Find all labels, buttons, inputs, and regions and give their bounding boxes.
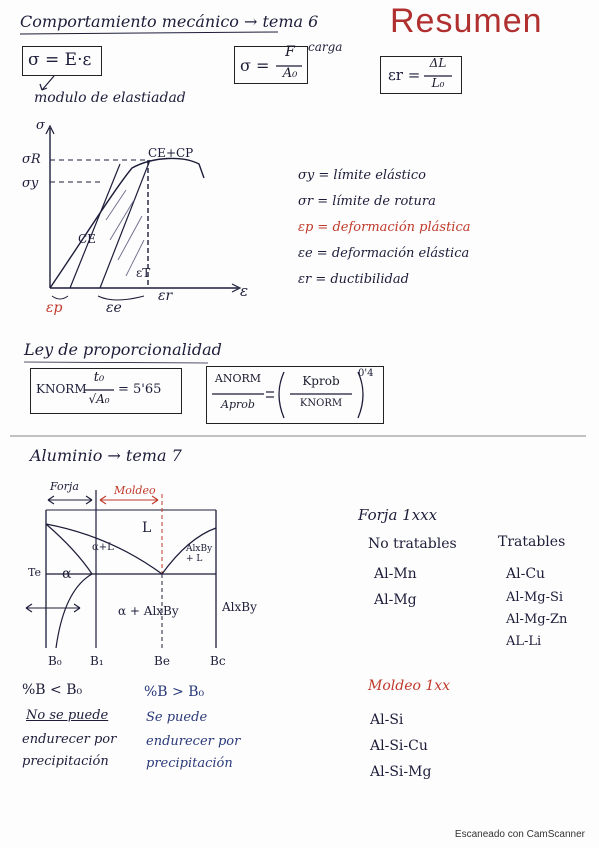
eps-e-label: εe xyxy=(106,300,122,316)
moldeo-item-2: Al-Si-Mg xyxy=(370,764,432,780)
section-divider xyxy=(10,435,586,437)
right-line-3: precipitación xyxy=(146,756,233,771)
tratables-heading: Tratables xyxy=(498,534,566,550)
a-formula-box xyxy=(206,366,384,424)
stress-strain-diagram xyxy=(45,124,242,301)
right-line-2: endurecer por xyxy=(146,734,241,749)
hooke-note: modulo de elastiadad xyxy=(34,90,186,106)
stress-den: A₀ xyxy=(282,66,298,81)
phase-mix: α + AlxBy xyxy=(118,604,179,618)
stress-lhs: σ = xyxy=(240,56,270,75)
ce-cp-label: CE+CP xyxy=(148,146,194,160)
nt-item-0: Al-Mn xyxy=(374,566,417,582)
k-lhs: KNORM xyxy=(36,382,87,396)
strain-lhs: εr = xyxy=(388,66,421,84)
nt-item-1: Al-Mg xyxy=(374,592,417,608)
legend-eps-p: εp = deformación plástica xyxy=(298,220,471,235)
axis-epsilon-label: ε xyxy=(240,282,249,300)
stress-box xyxy=(234,46,308,84)
equals-parentheses xyxy=(266,371,364,419)
sigma-y-label: σy xyxy=(22,176,39,191)
k-rhs: = 5'65 xyxy=(118,382,162,397)
phase-alpha-l: α+L xyxy=(92,542,114,553)
strain-fraction-bar xyxy=(424,75,452,77)
sigma-r-label: σR xyxy=(22,152,41,167)
moldeo-title: Moldeo 1xx xyxy=(368,678,451,694)
eps-r-label: εr xyxy=(158,288,173,304)
legend-sigma-y: σy = límite elástico xyxy=(298,168,426,183)
stress-note: carga xyxy=(308,40,343,54)
a-fraction-bar xyxy=(212,393,264,395)
aluminio-title: Aluminio → tema 7 xyxy=(30,446,182,465)
eps-p-label: εp xyxy=(46,300,63,316)
b0-label: B₀ xyxy=(48,654,62,668)
moldeo-item-1: Al-Si-Cu xyxy=(370,738,428,754)
ce-label: CE xyxy=(78,232,96,246)
forja-title: Forja 1xxx xyxy=(358,506,438,524)
a-den: Aprob xyxy=(221,398,255,411)
scanner-watermark: Escaneado con CamScanner xyxy=(454,829,585,840)
left-line-1: No se puede xyxy=(26,708,109,723)
a-num: ANORM xyxy=(214,372,262,385)
phase-alxby-l: AlxBy + L xyxy=(186,544,213,564)
k-den: √A₀ xyxy=(88,392,110,406)
strain-num: ΔL xyxy=(429,56,447,70)
hooke-arrow xyxy=(39,75,55,91)
no-tratables-heading: No tratables xyxy=(368,536,457,552)
legend-sigma-r: σr = límite de rotura xyxy=(298,194,436,209)
bc-label: Bc xyxy=(210,654,226,668)
legend-eps-r: εr = ductibilidad xyxy=(298,272,409,287)
right-line-1: Se puede xyxy=(146,710,208,725)
hooke-box xyxy=(22,46,102,76)
k-formula-box xyxy=(30,368,182,414)
eps-t-label: εT xyxy=(136,266,151,280)
be-label: Be xyxy=(154,654,170,668)
axis-sigma-label: σ xyxy=(36,118,45,133)
t-item-1: Al-Mg-Si xyxy=(506,590,564,605)
k-fraction-bar xyxy=(84,389,114,391)
forja-label: Forja xyxy=(50,480,79,493)
strain-box xyxy=(380,56,462,94)
legend-eps-e: εe = deformación elástica xyxy=(298,246,470,261)
phase-diagram xyxy=(25,490,217,649)
proportionality-title: Ley de proporcionalidad xyxy=(24,340,222,359)
section-title-mecanico: Comportamiento mecánico → tema 6 xyxy=(20,12,319,31)
k-num: t₀ xyxy=(93,370,105,385)
t-item-2: Al-Mg-Zn xyxy=(506,612,568,627)
title-underline xyxy=(19,31,279,35)
phase-alpha: α xyxy=(62,566,72,582)
moldeo-label: Moldeo xyxy=(114,484,156,497)
proportionality-underline xyxy=(23,361,209,364)
phase-alxby: AlxBy xyxy=(222,600,257,614)
phase-l: L xyxy=(142,520,152,536)
moldeo-item-0: Al-Si xyxy=(370,712,404,728)
strain-den: L₀ xyxy=(431,76,445,90)
t-item-0: Al-Cu xyxy=(506,566,546,582)
k-prob: Kprob xyxy=(302,374,340,388)
resumen-heading: Resumen xyxy=(390,2,543,40)
left-condition: %B < B₀ xyxy=(22,682,83,698)
hooke-formula: σ = E·ε xyxy=(28,50,92,70)
exponent: 0'4 xyxy=(358,368,374,379)
t-item-3: AL-Li xyxy=(506,634,542,649)
b1-label: B₁ xyxy=(90,654,104,668)
left-line-3: precipitación xyxy=(22,754,109,769)
stress-num: F xyxy=(285,44,295,60)
stress-fraction-bar xyxy=(276,65,302,67)
left-line-2: endurecer por xyxy=(22,732,117,747)
k-norm: KNORM xyxy=(299,398,343,409)
right-condition: %B > B₀ xyxy=(144,684,205,700)
te-label: Te xyxy=(28,566,41,579)
